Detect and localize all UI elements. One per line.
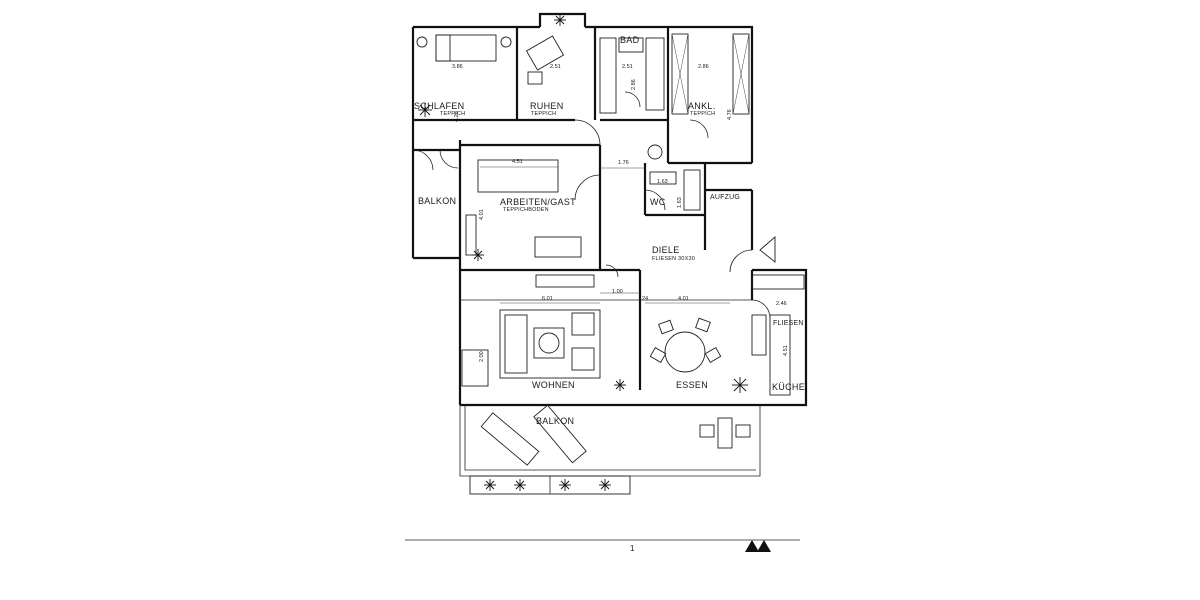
room-label-ankl: ANKL.	[688, 101, 716, 111]
dim-wc-height: 1.63	[677, 197, 683, 208]
dim-arbeiten-width: 4.51	[512, 159, 523, 165]
dim-corridor: 1.76	[618, 160, 629, 166]
dim-left: 2.00	[479, 351, 485, 362]
floor-label-schlafen: TEPPICH	[440, 111, 466, 117]
dim-kueche-height: 4.51	[783, 345, 789, 356]
room-label-schlafen: SCHLAFEN	[414, 101, 465, 111]
room-label-arbeiten: ARBEITEN/GAST	[500, 197, 576, 207]
dim-essen-gap: 24	[642, 296, 649, 302]
dim-ruhen-width: 2.51	[550, 64, 561, 70]
dim-schlafen-width: 3.86	[452, 64, 463, 70]
dim-wc-width: 1.63	[657, 179, 668, 185]
dim-ankl-width: 2.86	[698, 64, 709, 70]
dim-essen-width: 4.01	[678, 296, 689, 302]
dim-arbeiten-height: 4.01	[479, 209, 485, 220]
room-label-bad: BAD	[620, 35, 640, 45]
dim-schlafen-height: 4.26	[454, 111, 460, 122]
floor-label-kueche: FLIESEN	[773, 320, 804, 327]
room-label-wohnen: WOHNEN	[532, 380, 575, 390]
room-label-wc: WC	[650, 197, 666, 207]
room-label-balkon-bottom: BALKON	[536, 416, 575, 426]
dim-small: 1.00	[612, 289, 623, 295]
dim-ankl-height: 4.76	[727, 109, 733, 120]
dim-bad-height: 2.86	[631, 79, 637, 90]
floor-label-diele: FLIESEN 30X30	[652, 256, 695, 262]
room-label-kueche: KÜCHE	[772, 382, 806, 392]
floor-label-ruhen: TEPPICH	[531, 111, 557, 117]
dimension-lines	[480, 166, 730, 304]
floor-label-arbeiten: TEPPICHBODEN	[503, 207, 549, 213]
dim-wohnen-width: 6.01	[542, 296, 553, 302]
room-label-essen: ESSEN	[676, 380, 709, 390]
room-label-diele: DIELE	[652, 245, 680, 255]
room-label-ruhen: RUHEN	[530, 101, 564, 111]
room-label-balkon-left: BALKON	[418, 196, 457, 206]
interior-walls	[413, 27, 754, 390]
floor-label-ankl: TEPPICH	[690, 111, 716, 117]
dim-kueche-width: 2.46	[776, 301, 787, 307]
exterior-walls	[411, 12, 808, 477]
dim-bad-width: 2.51	[622, 64, 633, 70]
plants	[418, 14, 748, 491]
scale-mark: 1	[630, 544, 635, 553]
furniture	[405, 33, 805, 552]
room-label-aufzug: AUFZUG	[710, 194, 740, 201]
